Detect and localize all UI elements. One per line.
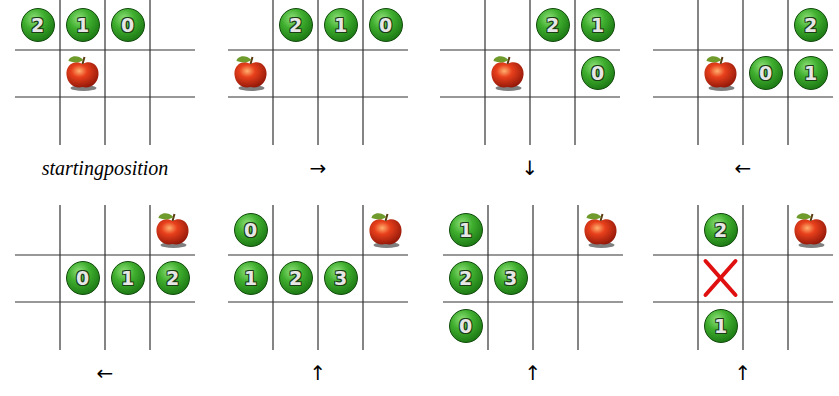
apple (491, 56, 523, 91)
segment-number: 1 (714, 317, 727, 336)
segment-number: 2 (714, 221, 727, 240)
snake-segment: 2 (449, 261, 483, 295)
segment-number: 2 (546, 16, 559, 35)
snake-segment: 0 (749, 56, 783, 90)
segment-number: 0 (759, 64, 772, 83)
move-arrow: ← (735, 156, 752, 180)
segment-number: 2 (31, 16, 44, 35)
snake-segment: 1 (66, 8, 100, 42)
segment-number: 1 (334, 16, 347, 35)
grid (653, 205, 833, 350)
snake-segment: 2 (279, 8, 313, 42)
segment-number: 0 (591, 64, 604, 83)
segment-number: 0 (121, 16, 134, 35)
snake-segment: 0 (111, 8, 145, 42)
apple (794, 213, 826, 248)
snake-segment: 0 (66, 261, 100, 295)
segment-number: 1 (459, 221, 472, 240)
snake-segment: 1 (581, 8, 615, 42)
snake-segment: 1 (111, 261, 145, 295)
snake-segment: 3 (324, 261, 358, 295)
apple (234, 56, 266, 91)
snake-segment: 1 (794, 56, 828, 90)
segment-number: 0 (76, 269, 89, 288)
segment-number: 0 (244, 221, 257, 240)
move-arrow: ↑ (735, 361, 752, 385)
segment-number: 1 (804, 64, 817, 83)
grid (228, 0, 408, 145)
panel-caption: startingposition (42, 157, 169, 180)
segment-number: 2 (289, 16, 302, 35)
crash-mark (706, 261, 736, 295)
move-arrow: ← (97, 361, 114, 385)
snake-segment: 1 (234, 261, 268, 295)
apple (704, 56, 736, 91)
segment-number: 2 (459, 269, 472, 288)
snake-segment: 2 (704, 213, 738, 247)
snake-segment: 1 (324, 8, 358, 42)
snake-segment: 2 (794, 8, 828, 42)
move-arrow: → (310, 156, 327, 180)
snake-segment: 0 (449, 309, 483, 343)
snake-segment: 2 (21, 8, 55, 42)
segment-number: 2 (289, 269, 302, 288)
apple (156, 213, 188, 248)
segment-number: 1 (121, 269, 134, 288)
grid (15, 205, 195, 350)
snake-segment: 3 (494, 261, 528, 295)
segment-number: 1 (76, 16, 89, 35)
snake-segment: 0 (369, 8, 403, 42)
move-arrow: ↑ (310, 361, 327, 385)
move-arrow: ↑ (525, 361, 542, 385)
segment-number: 3 (334, 269, 347, 288)
grid (15, 0, 195, 145)
grid (443, 205, 623, 350)
apple (369, 213, 401, 248)
grid (653, 0, 833, 145)
move-arrow: ↓ (522, 156, 539, 180)
segment-number: 0 (459, 317, 472, 336)
snake-segment: 2 (156, 261, 190, 295)
snake-segment: 0 (234, 213, 268, 247)
grid (440, 0, 620, 145)
segment-number: 2 (166, 269, 179, 288)
apple (66, 56, 98, 91)
snake-segment: 1 (449, 213, 483, 247)
apple (584, 213, 616, 248)
segment-number: 0 (379, 16, 392, 35)
segment-number: 3 (504, 269, 517, 288)
segment-number: 1 (591, 16, 604, 35)
segment-number: 1 (244, 269, 257, 288)
snake-segment: 2 (536, 8, 570, 42)
snake-segment: 1 (704, 309, 738, 343)
snake-segment: 0 (581, 56, 615, 90)
snake-segment: 2 (279, 261, 313, 295)
segment-number: 2 (804, 16, 817, 35)
grid (228, 205, 408, 350)
